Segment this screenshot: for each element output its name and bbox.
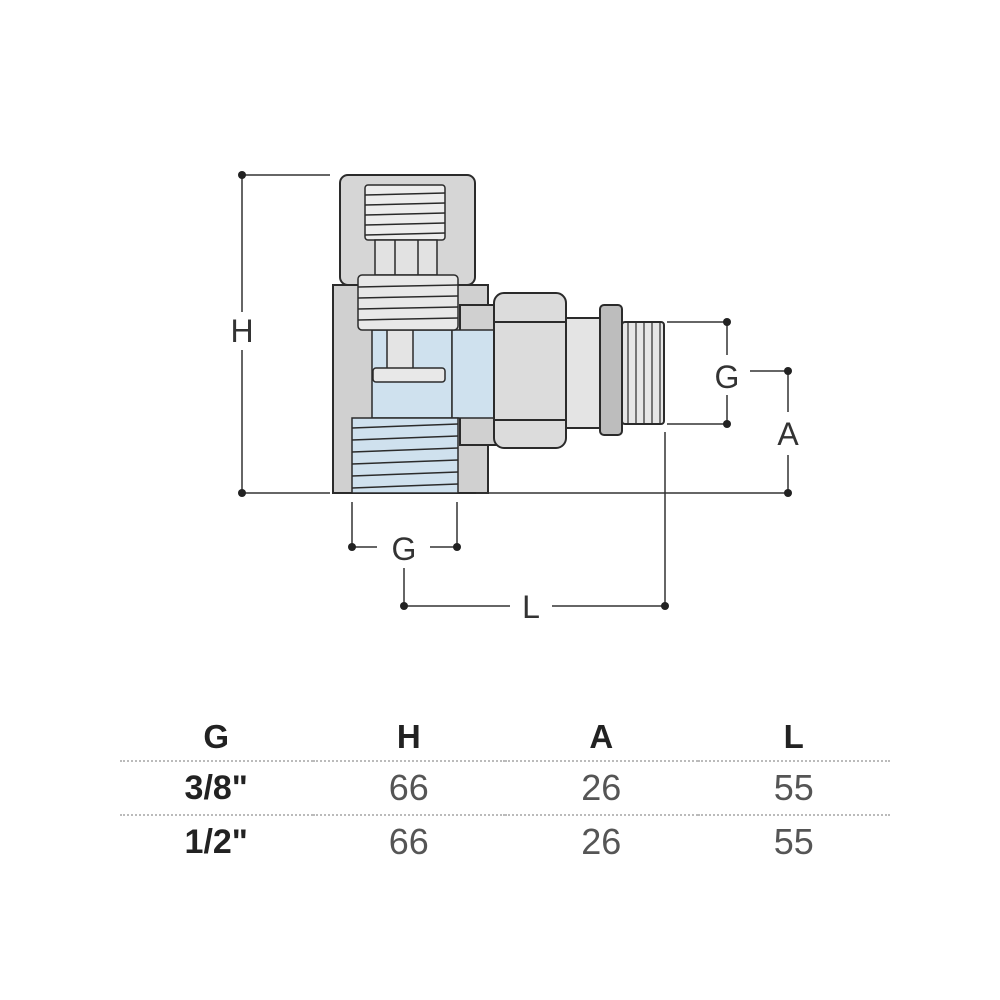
column-header-l: L xyxy=(697,700,890,762)
dimension-dots xyxy=(238,171,792,610)
dimension-label-g-outlet: G xyxy=(715,359,740,395)
cell-size: 3/8" xyxy=(120,761,313,816)
dimension-lines xyxy=(241,174,789,607)
tailpiece xyxy=(599,304,665,436)
hex-nut xyxy=(493,292,601,449)
dimensions-table: G H A L 3/8" 66 26 55 1/2" 66 26 55 xyxy=(120,700,890,868)
column-header-a: A xyxy=(505,700,698,762)
column-header-g: G xyxy=(120,700,313,762)
valve-bore xyxy=(371,329,495,419)
dimension-label-g-inlet: G xyxy=(392,531,417,567)
column-header-h: H xyxy=(312,700,505,762)
cell-a: 26 xyxy=(581,821,622,862)
bottom-thread xyxy=(351,417,459,494)
cell-l: 55 xyxy=(773,821,814,862)
table-row: 1/2" 66 26 55 xyxy=(120,815,890,868)
dimension-label-h: H xyxy=(230,313,253,349)
table-header-row: G H A L xyxy=(120,700,890,762)
dimension-label-l: L xyxy=(522,589,540,625)
table-row: 3/8" 66 26 55 xyxy=(120,761,890,816)
cell-h: 66 xyxy=(312,761,505,816)
cell-l: 55 xyxy=(697,761,890,816)
cell-h: 66 xyxy=(388,821,429,862)
cell-a: 26 xyxy=(505,761,698,816)
dimension-label-a: A xyxy=(777,416,799,452)
cell-size: 1/2" xyxy=(184,822,248,861)
top-thread xyxy=(357,184,459,331)
valve-diagram: H G A G L xyxy=(230,171,799,625)
